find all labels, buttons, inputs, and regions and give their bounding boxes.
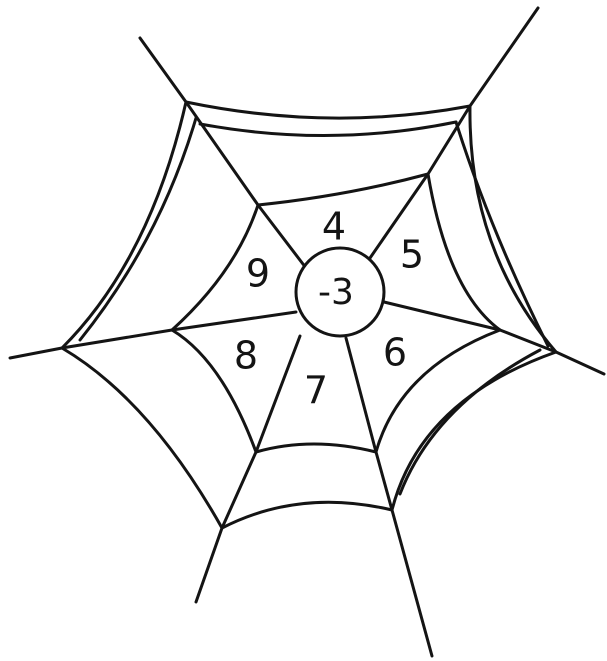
segment-label-upper-right: 5 (400, 233, 424, 277)
segment-label-top: 4 (322, 205, 346, 249)
radial-threads (10, 8, 604, 656)
radial-thread-right (384, 302, 604, 374)
radial-thread-upper-left (140, 38, 306, 268)
center-label: -3 (318, 272, 354, 313)
segment-label-bottom: 7 (304, 369, 328, 413)
radial-thread-lower-right (346, 338, 432, 656)
segment-label-lower-right: 6 (383, 331, 407, 375)
segment-label-upper-left: 9 (246, 252, 270, 296)
segment-labels: 4 5 6 7 8 9 -3 (234, 205, 424, 413)
segment-label-lower-left: 8 (234, 334, 258, 378)
